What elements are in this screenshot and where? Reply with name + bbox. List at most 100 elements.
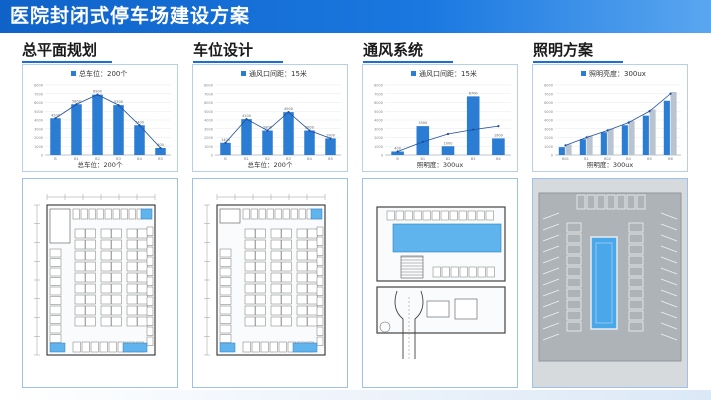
- stall-line: [660, 256, 678, 264]
- x-tick-label: B1: [420, 157, 425, 161]
- stall-line: [542, 234, 560, 242]
- equipment-room: [122, 342, 148, 353]
- page-title: 医院封闭式停车场建设方案: [10, 5, 251, 27]
- parking-stall: [468, 266, 477, 278]
- parking-stall: [137, 316, 148, 327]
- parking-stall: [111, 228, 122, 239]
- parking-stall: [296, 283, 308, 294]
- parking-stall: [146, 226, 154, 236]
- stall-line: [660, 289, 678, 297]
- data-label: 3400: [135, 120, 144, 124]
- x-tick-label: B4: [137, 157, 142, 161]
- bar: [492, 138, 505, 155]
- data-label: 3300: [418, 121, 427, 125]
- parking-stall: [270, 283, 282, 294]
- y-tick-label: 5000: [204, 110, 213, 114]
- parking-stall: [85, 239, 96, 250]
- trend-point: [497, 125, 500, 128]
- y-tick-label: 8000: [204, 84, 213, 88]
- vehicle-block: [426, 300, 450, 318]
- stall-line: [542, 267, 560, 275]
- parking-stall: [628, 244, 644, 255]
- parking-stall: [74, 250, 86, 261]
- parking-stall: [566, 222, 582, 233]
- x-tick-label: B2: [265, 157, 270, 161]
- trend-point: [224, 141, 227, 144]
- stall-line: [542, 300, 560, 308]
- parking-stall: [146, 306, 154, 316]
- trend-point: [648, 110, 651, 113]
- trend-line: [565, 93, 671, 146]
- ventilation-shaft: [392, 223, 502, 253]
- lighting-core-inner: [595, 242, 613, 324]
- parking-stall: [566, 255, 582, 266]
- stair-core: [219, 208, 241, 224]
- y-tick-label: 5000: [34, 110, 43, 114]
- bar: [71, 104, 82, 155]
- stall-line: [660, 223, 678, 231]
- parking-stall: [281, 228, 292, 239]
- y-tick-label: 0: [551, 154, 553, 158]
- bar: [670, 92, 677, 155]
- parking-stall: [126, 305, 138, 316]
- bar: [416, 126, 430, 155]
- parking-stall: [74, 305, 86, 316]
- parking-stall: [128, 208, 136, 220]
- legend-swatch: [411, 71, 416, 76]
- parking-stall: [307, 250, 318, 261]
- parking-stall: [219, 267, 232, 277]
- parking-stall: [296, 250, 308, 261]
- parking-stall: [49, 248, 62, 258]
- parking-stall: [112, 208, 120, 220]
- legend-swatch: [241, 71, 246, 76]
- data-label: 2800: [263, 126, 272, 130]
- parking-stall: [49, 296, 62, 305]
- trend-point: [75, 103, 78, 106]
- parking-stall: [316, 266, 324, 276]
- parking-stall: [100, 283, 112, 294]
- parking-stall: [74, 316, 86, 327]
- parking-stall: [219, 258, 232, 267]
- parking-stall: [270, 305, 282, 316]
- parking-stall: [307, 228, 318, 239]
- bar: [262, 130, 273, 155]
- parking-stall: [108, 341, 117, 353]
- bar: [220, 142, 231, 155]
- parking-stall: [111, 239, 122, 250]
- parking-stall: [74, 239, 86, 250]
- lighting-core: [590, 236, 618, 330]
- parking-stall: [307, 305, 318, 316]
- y-tick-label: 8000: [374, 84, 383, 88]
- parking-stall: [49, 334, 62, 343]
- parking-stall: [219, 277, 232, 286]
- parking-stall: [296, 272, 308, 283]
- stall-line: [660, 300, 678, 308]
- parking-stall: [296, 239, 308, 250]
- y-tick-label: 3000: [204, 127, 213, 131]
- bar: [391, 151, 404, 155]
- parking-stall: [100, 250, 112, 261]
- parking-stall: [281, 283, 292, 294]
- chart-svg: 通风口间距：15米0100020003000400050006000700080…: [374, 69, 511, 169]
- y-tick-label: 0: [211, 154, 213, 158]
- parking-stall: [307, 316, 318, 327]
- legend-label: 总车位：200个: [79, 69, 127, 78]
- data-label: 2800: [305, 126, 314, 130]
- y-tick-label: 8000: [34, 84, 43, 88]
- parking-stall: [74, 294, 86, 305]
- bar: [586, 135, 593, 155]
- parking-stall: [281, 316, 292, 327]
- parking-stall: [85, 261, 96, 272]
- y-tick-label: 1000: [34, 145, 43, 149]
- parking-stall: [244, 316, 256, 327]
- parking-stall: [90, 341, 99, 353]
- section-underline: [193, 61, 283, 63]
- bar: [113, 105, 124, 155]
- parking-stall: [49, 267, 62, 277]
- y-tick-label: 6000: [374, 101, 383, 105]
- parking-stall: [146, 316, 154, 326]
- parking-stall: [137, 305, 148, 316]
- parking-stall: [251, 341, 260, 353]
- y-tick-label: 5000: [374, 110, 383, 114]
- parking-stall: [126, 316, 138, 327]
